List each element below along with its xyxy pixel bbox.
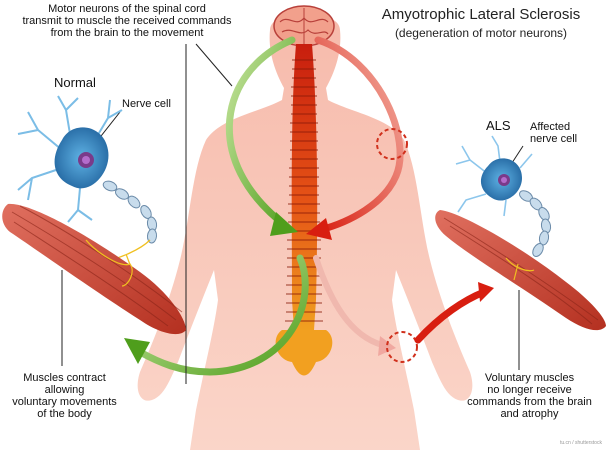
- brain-icon: [273, 5, 335, 47]
- nerve-cell-label: Nerve cell: [122, 98, 171, 110]
- caption-line: Motor neurons of the spinal cord: [48, 3, 206, 15]
- blocked-signal-marker-lower: [386, 331, 418, 363]
- myelin-segment: [115, 188, 129, 200]
- label-line: Affected: [530, 121, 571, 133]
- watermark: tu.cn / shutterstock: [560, 440, 602, 446]
- red-signal-arrow-upper: [314, 36, 404, 234]
- myelin-segment: [146, 228, 158, 244]
- green-signal-arrow-upper: [225, 36, 296, 230]
- red-arrowhead-outward: [478, 282, 494, 302]
- als-muscles-caption: Voluntary muscles no longer receive comm…: [462, 372, 597, 420]
- caption-line: of the body: [37, 408, 92, 420]
- label-line: nerve cell: [530, 133, 578, 145]
- normal-heading: Normal: [54, 75, 96, 90]
- page-subtitle: (degeneration of motor neurons): [394, 26, 568, 40]
- myelin-segment: [532, 243, 544, 257]
- green-arrowhead-upper: [270, 212, 298, 236]
- myelin-segment: [127, 195, 141, 209]
- myelin-segment: [102, 180, 118, 192]
- pelvis: [275, 330, 333, 376]
- caption-line: Voluntary muscles: [484, 372, 575, 384]
- caption-line: no longer receive: [487, 384, 572, 396]
- motor-neurons-caption: Motor neurons of the spinal cord transmi…: [12, 3, 242, 39]
- blocked-signal-marker-upper: [376, 128, 408, 160]
- caption-line: transmit to muscle the received commands: [22, 15, 232, 27]
- caption-line: from the brain to the movement: [50, 27, 204, 39]
- caption-line: Muscles contract: [23, 372, 106, 384]
- page-title: Amyotrophic Lateral Sclerosis: [381, 6, 581, 23]
- green-signal-arrow-lower: [136, 254, 309, 376]
- caption-line: allowing: [44, 384, 85, 396]
- caption-line: and atrophy: [500, 408, 559, 420]
- atrophied-muscle: [435, 210, 606, 331]
- red-arrowhead-upper: [306, 218, 332, 240]
- red-signal-arrow-lower: [313, 255, 389, 349]
- caption-line: voluntary movements: [12, 396, 117, 408]
- normal-muscle: [2, 203, 186, 335]
- affected-nerve-cell-icon: [455, 135, 552, 257]
- green-arrowhead-lower: [124, 338, 150, 364]
- normal-muscles-caption: Muscles contract allowing voluntary move…: [12, 372, 117, 420]
- red-signal-arrow-outward: [414, 288, 488, 344]
- caption-line: commands from the brain: [467, 396, 592, 408]
- normal-nerve-cell-icon: [17, 95, 158, 273]
- affected-nerve-cell-label: Affected nerve cell: [530, 121, 577, 145]
- als-heading: ALS: [486, 118, 511, 133]
